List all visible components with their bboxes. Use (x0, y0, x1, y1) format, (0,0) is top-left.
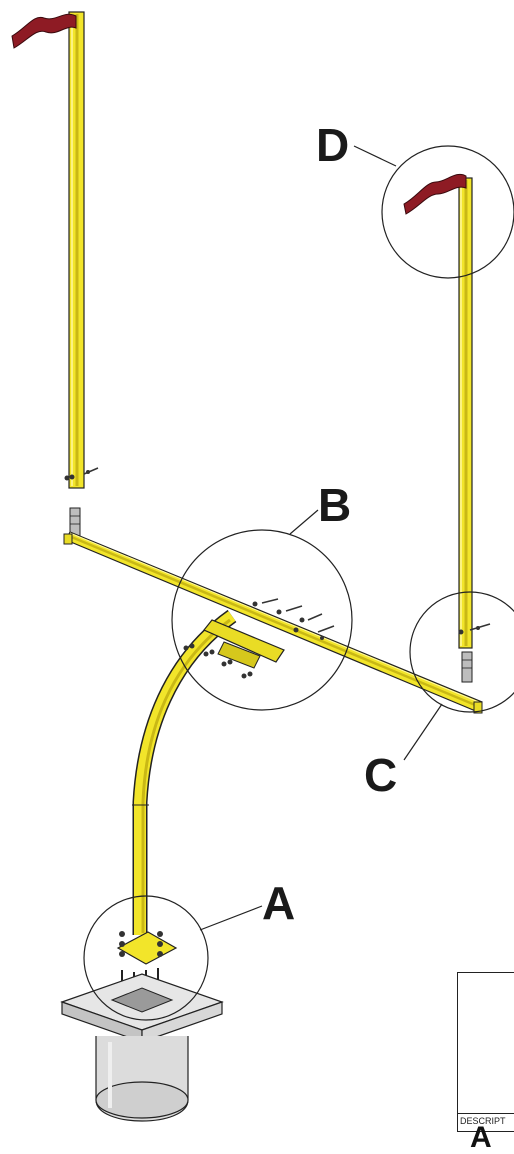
left-upright-bolts (64, 467, 99, 481)
callout-label-d: D (316, 119, 350, 171)
gooseneck-post (132, 609, 237, 935)
mounting-plate (203, 619, 285, 669)
base-plate (116, 931, 178, 965)
right-upright-bolts (458, 623, 491, 635)
title-block-divider (458, 1113, 514, 1114)
callout-label-a: A (262, 877, 296, 929)
callout-label-c: C (364, 749, 398, 801)
right-upright-insert (461, 651, 473, 683)
callout-circle-c (403, 591, 514, 761)
right-upright (458, 177, 473, 649)
callout-label-b: B (318, 479, 352, 531)
left-upright (68, 11, 85, 489)
title-block: DESCRIPT A (457, 972, 514, 1153)
title-block-letter: A (470, 1121, 492, 1154)
goalpost-assembly-diagram (11, 11, 514, 1122)
left-wind-flag (11, 13, 77, 49)
callout-circle-d (353, 145, 514, 279)
callout-circle-a (83, 895, 263, 1021)
right-wind-flag (403, 173, 467, 215)
crossbar (63, 531, 483, 714)
callout-circle-b (171, 509, 353, 711)
ground-sleeve (60, 973, 224, 1122)
crossbar-bolts (183, 598, 335, 679)
description-label: DESCRIPT (460, 1116, 506, 1126)
base-bolts (119, 931, 163, 957)
